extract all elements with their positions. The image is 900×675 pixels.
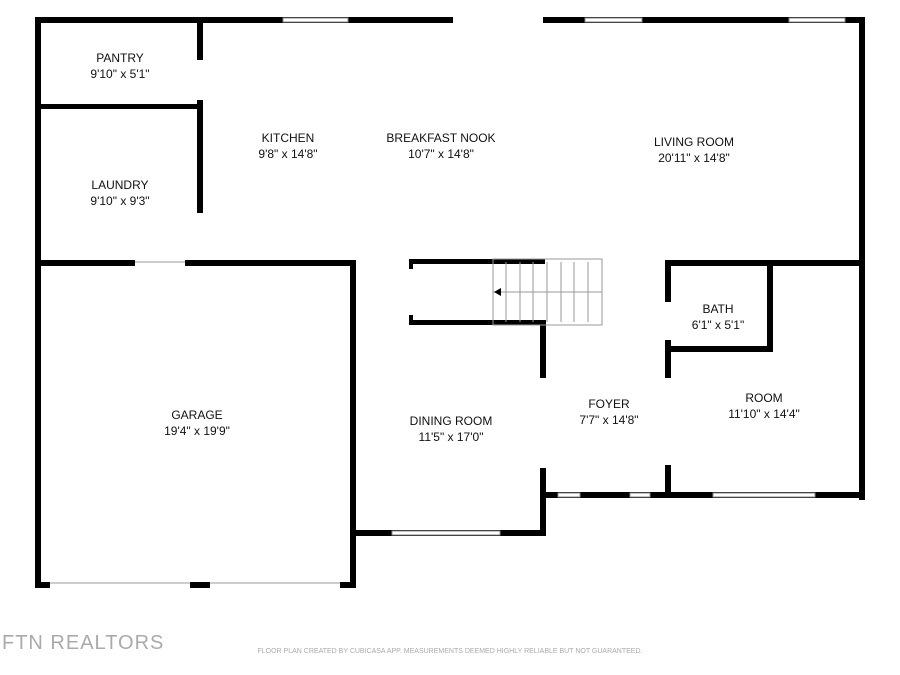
svg-text:PANTRY: PANTRY <box>96 51 144 65</box>
disclaimer: FLOOR PLAN CREATED BY CUBICASA APP. MEAS… <box>257 648 643 655</box>
svg-text:LAUNDRY: LAUNDRY <box>91 178 148 192</box>
svg-text:11'10" x 14'4": 11'10" x 14'4" <box>728 407 800 421</box>
room-dining-room: DINING ROOM 11'5" x 17'0" <box>410 414 493 444</box>
svg-text:BATH: BATH <box>702 302 733 316</box>
svg-text:KITCHEN: KITCHEN <box>262 131 315 145</box>
svg-text:LIVING ROOM: LIVING ROOM <box>654 135 734 149</box>
svg-text:9'8" x 14'8": 9'8" x 14'8" <box>258 147 317 161</box>
svg-text:9'10" x 5'1": 9'10" x 5'1" <box>90 67 149 81</box>
windows <box>50 17 846 584</box>
svg-text:DINING ROOM: DINING ROOM <box>410 414 493 428</box>
svg-text:7'7" x 14'8": 7'7" x 14'8" <box>579 413 638 427</box>
svg-text:BREAKFAST NOOK: BREAKFAST NOOK <box>386 131 495 145</box>
room-breakfast-nook: BREAKFAST NOOK 10'7" x 14'8" <box>386 131 495 161</box>
walls <box>35 17 865 588</box>
stair-direction-arrow-icon <box>494 288 501 296</box>
staircase <box>492 258 603 326</box>
svg-text:20'11" x 14'8": 20'11" x 14'8" <box>658 151 730 165</box>
svg-text:FOYER: FOYER <box>588 397 630 411</box>
svg-text:10'7" x 14'8": 10'7" x 14'8" <box>408 147 474 161</box>
svg-text:9'10" x 9'3": 9'10" x 9'3" <box>90 194 149 208</box>
room-garage: GARAGE 19'4" x 19'9" <box>164 408 230 438</box>
room-bath: BATH 6'1" x 5'1" <box>692 302 744 332</box>
brand-logo: FTN REALTORS <box>2 632 165 654</box>
svg-text:ROOM: ROOM <box>745 391 782 405</box>
svg-text:6'1" x 5'1": 6'1" x 5'1" <box>692 318 744 332</box>
room-living-room: LIVING ROOM 20'11" x 14'8" <box>654 135 734 165</box>
room-foyer: FOYER 7'7" x 14'8" <box>579 397 638 427</box>
room-room: ROOM 11'10" x 14'4" <box>728 391 800 421</box>
svg-text:19'4" x 19'9": 19'4" x 19'9" <box>164 424 230 438</box>
room-pantry: PANTRY 9'10" x 5'1" <box>90 51 149 81</box>
room-kitchen: KITCHEN 9'8" x 14'8" <box>258 131 317 161</box>
svg-text:11'5" x 17'0": 11'5" x 17'0" <box>419 430 484 444</box>
room-laundry: LAUNDRY 9'10" x 9'3" <box>90 178 149 208</box>
svg-text:GARAGE: GARAGE <box>171 408 222 422</box>
